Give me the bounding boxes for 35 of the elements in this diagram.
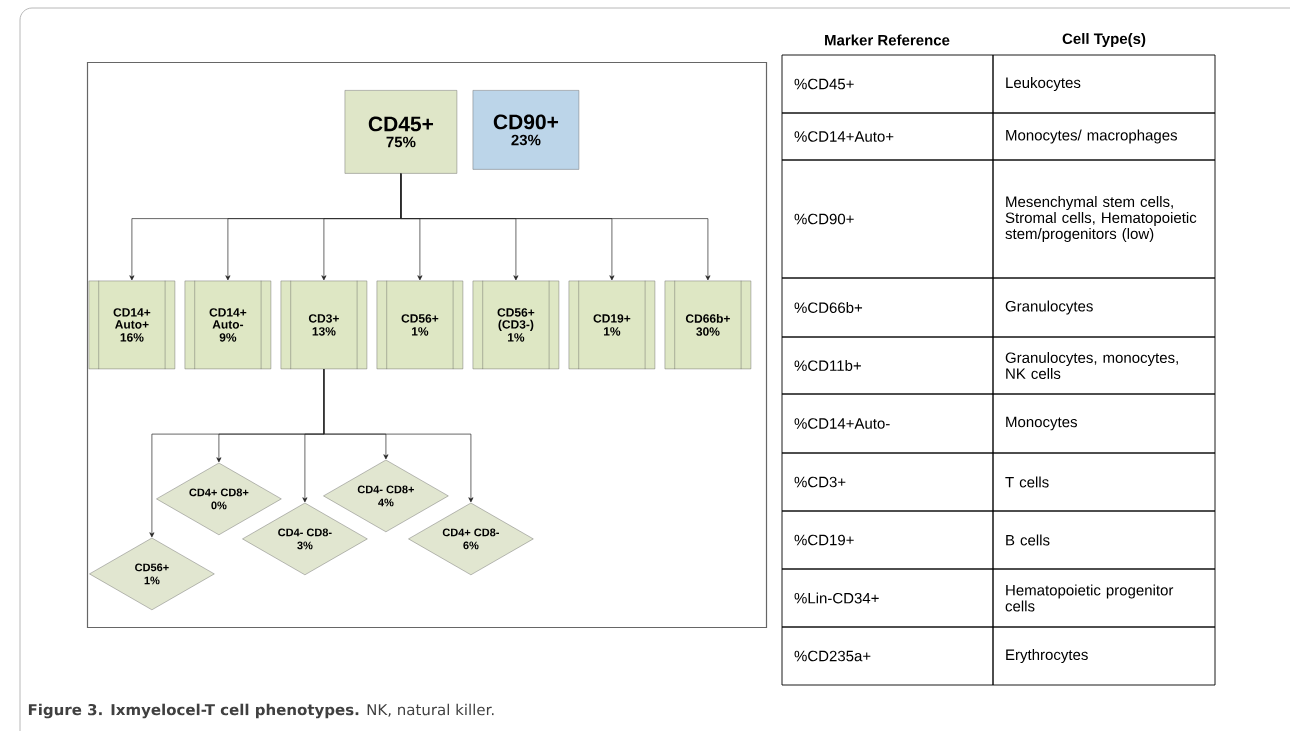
process-box: CD19+ 1% — [568, 280, 656, 370]
table-cell: Monocytes/ macrophages — [992, 112, 1216, 161]
category-box: CD45+ 75% — [344, 90, 458, 174]
table-cell: T cells — [992, 452, 1216, 512]
caption: Figure 3. Ixmyelocel-T cell phenotypes. NK, natural killer. — [28, 703, 494, 719]
column-header: Marker Reference — [825, 34, 950, 46]
arrow — [323, 368, 474, 503]
category-box: CD90+ 23% — [472, 90, 580, 170]
arrow — [400, 173, 711, 281]
table-cell: Erythrocytes — [992, 626, 1216, 686]
table-cell: %CD14+Auto+ — [781, 112, 994, 161]
table-cell: Granulocytes, monocytes, NK cells — [992, 336, 1216, 395]
table-cell: %CD235a+ — [781, 626, 994, 686]
table-cell: %Lin-CD34+ — [781, 568, 994, 628]
table-cell: B cells — [992, 510, 1216, 570]
diagram-frame — [86, 61, 768, 629]
column-header: Cell Type(s) — [1062, 33, 1146, 47]
table-cell: Monocytes — [992, 393, 1216, 454]
table-cell: %CD90+ — [781, 159, 994, 279]
process-box: CD66b+ 30% — [664, 280, 752, 370]
table-cell: %CD11b+ — [781, 336, 994, 395]
table-cell: Hematopoietic progenitor cells — [992, 568, 1216, 628]
table-cell: Leukocytes — [992, 54, 1216, 114]
process-box: CD56+ 1% — [376, 280, 464, 370]
table-cell: %CD3+ — [781, 452, 994, 512]
table-cell: %CD14+Auto- — [781, 393, 994, 454]
table-cell: %CD19+ — [781, 510, 994, 570]
table-cell: Granulocytes — [992, 277, 1216, 338]
process-box: CD14+ Auto+ 16% — [88, 280, 176, 370]
table-cell: %CD66b+ — [781, 277, 994, 338]
process-box: CD3+ 13% — [280, 280, 368, 370]
table-cell: Mesenchymal stem cells, Stromal cells, Hematopoietic stem/progenitors (low) — [992, 159, 1216, 279]
table-cell: %CD45+ — [781, 54, 994, 114]
process-box: CD14+ Auto- 9% — [184, 280, 272, 370]
process-box: CD56+ (CD3-) 1% — [472, 280, 560, 370]
